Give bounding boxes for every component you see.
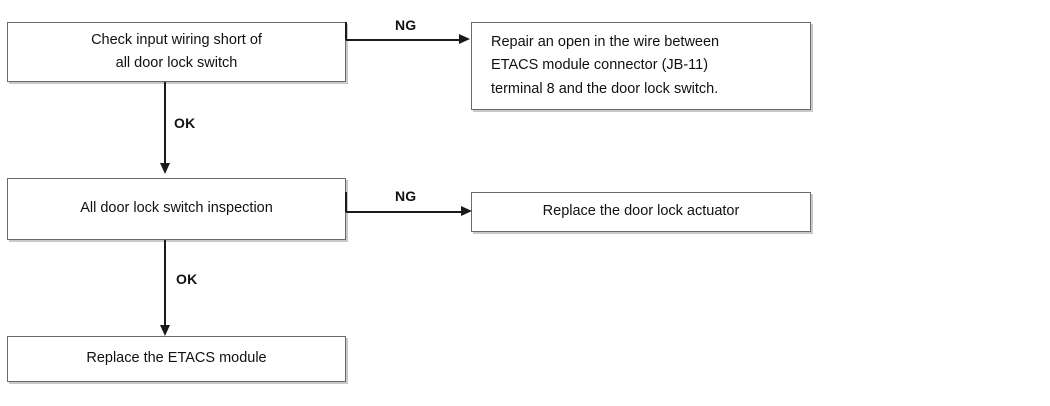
node-replace-etacs-module: Replace the ETACS module [7,336,346,382]
edge-ok-1-line [164,82,166,164]
edge-ok-1-arrowhead-icon [159,163,170,174]
edge-ok-2-line [164,240,166,330]
node-repair-open-wire: Repair an open in the wire between ETACS… [471,22,811,110]
edge-ng-2-line [346,211,462,213]
node-replace-door-lock-actuator: Replace the door lock actuator [471,192,811,232]
node-all-door-lock-switch-inspection-label: All door lock switch inspection [80,200,273,217]
edge-ok-2-label: OK [176,271,198,287]
edge-ok-2-arrowhead-icon [159,325,170,336]
node-all-door-lock-switch-inspection: All door lock switch inspection [7,178,346,240]
node-check-input-wiring: Check input wiring short of all door loc… [7,22,346,82]
node-check-input-wiring-label: Check input wiring short of all door loc… [91,31,262,71]
edge-ng-2-arrowhead-icon [461,206,472,217]
edge-ng-1-stub [345,22,347,40]
node-replace-etacs-module-label: Replace the ETACS module [86,350,267,367]
edge-ng-1-arrowhead-icon [459,34,470,45]
node-replace-door-lock-actuator-label: Replace the door lock actuator [542,203,740,220]
edge-ng-1-line [346,39,460,41]
edge-ok-1-label: OK [174,115,196,131]
edge-ng-2-label: NG [395,188,417,204]
node-repair-open-wire-label: Repair an open in the wire between ETACS… [491,33,720,97]
edge-ng-1-label: NG [395,17,417,33]
edge-ng-2-stub [345,192,347,212]
